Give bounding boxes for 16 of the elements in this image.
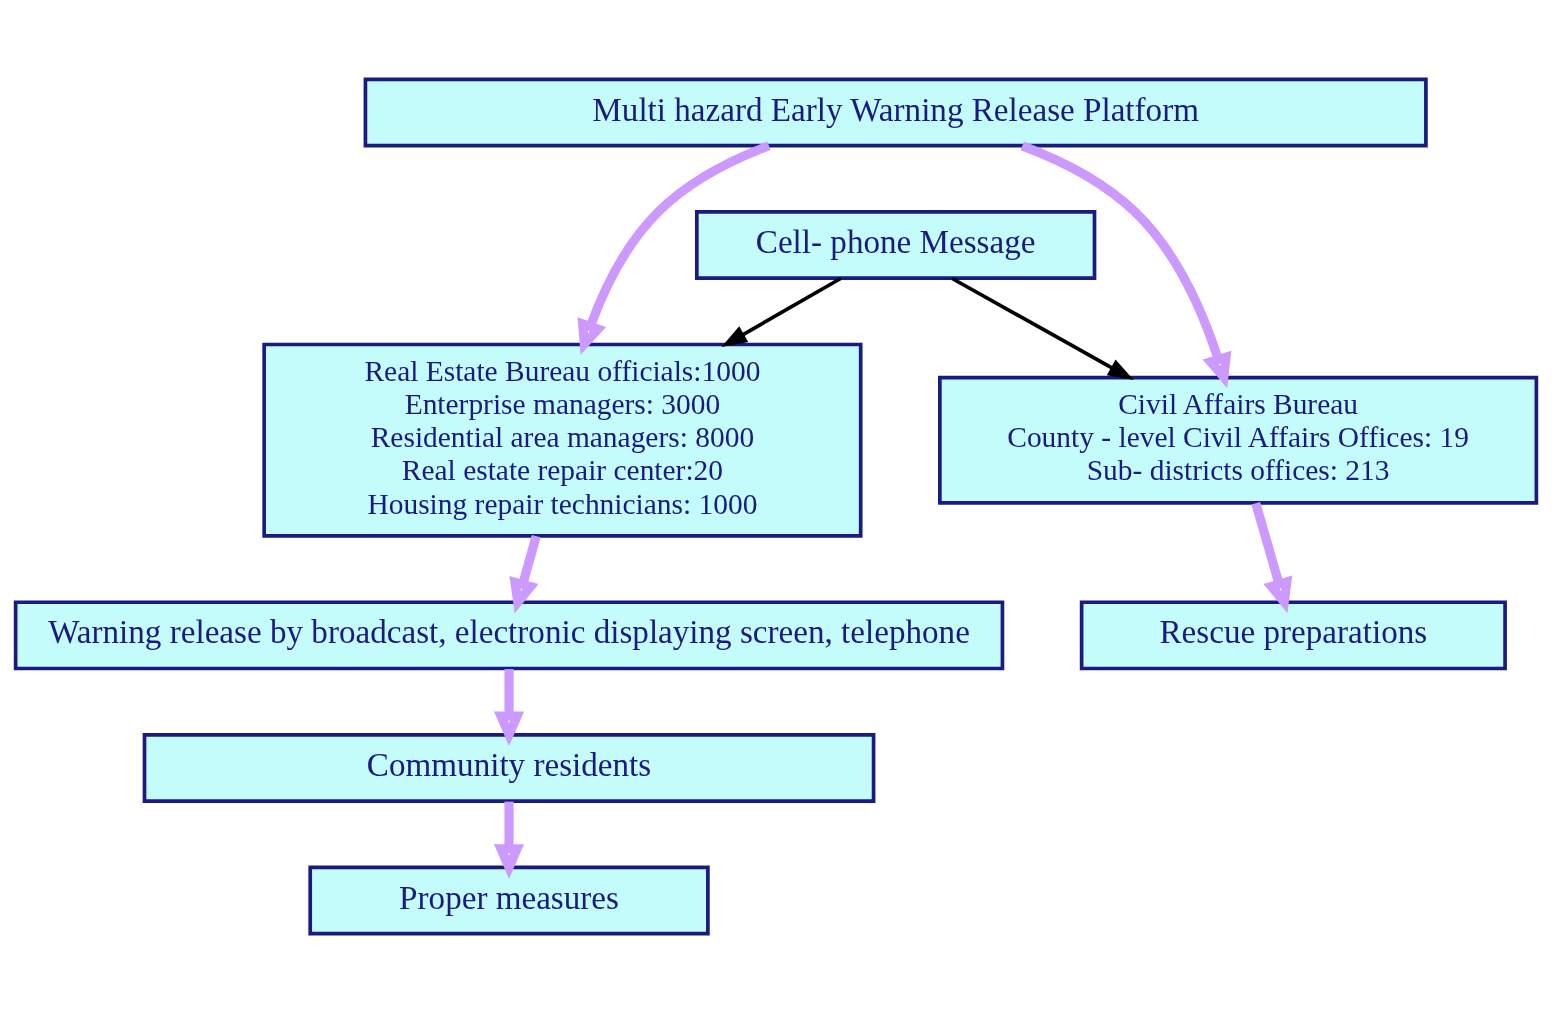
node-box: Proper measures	[308, 865, 710, 935]
arrow	[493, 668, 525, 746]
node-box: Cell- phone Message	[695, 209, 1097, 280]
arrow	[493, 801, 525, 879]
arrow	[721, 276, 842, 347]
arrow	[509, 534, 541, 613]
arrow	[951, 276, 1134, 380]
arrow	[1251, 501, 1293, 613]
node-box: Rescue preparations	[1079, 599, 1507, 670]
node-box: Community residents	[142, 732, 876, 803]
node-box: Multi hazard Early Warning Release Platform	[363, 77, 1428, 147]
arrow	[1020, 141, 1232, 388]
arrow	[577, 140, 771, 355]
node-box: Warning release by broadcast, electronic displaying screen, telephone	[13, 599, 1005, 670]
node-box: Real Estate Bureau officials:1000 Enterprise managers: 3000 Residential area managers: 8000 Real estate repair center:20 Housing repair technicians: 1000	[262, 342, 863, 538]
node-box: Civil Affairs Bureau County - level Civil Affairs Offices: 19 Sub- districts offices: 213	[938, 375, 1539, 505]
